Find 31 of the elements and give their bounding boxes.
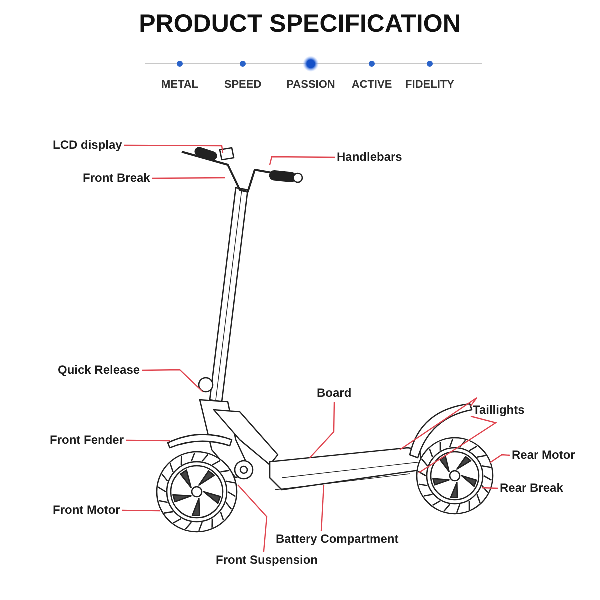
leader-line [310,402,336,458]
part-label: Front Suspension [216,553,318,568]
part-label: Battery Compartment [276,532,399,547]
part-label: LCD display [53,138,122,153]
leader-line [490,454,510,464]
part-label: Rear Break [500,481,564,496]
part-label: Front Break [83,171,150,186]
part-label: Handlebars [337,150,402,165]
leader-line [126,440,170,442]
part-label: Rear Motor [512,448,576,463]
leader-line [124,144,224,154]
tagline-word: PASSION [286,79,336,91]
leader-line [320,484,325,532]
part-label: Board [317,386,352,401]
part-label: Taillights [473,403,525,418]
leader-line [269,156,335,166]
tagline-word: SPEED [224,79,262,91]
leader-line [482,487,498,490]
part-label: Quick Release [58,363,140,378]
leader-line [418,416,498,474]
leader-line [152,177,225,180]
leader-line [142,369,204,392]
part-label: Front Motor [53,503,120,518]
leader-line [238,484,268,552]
part-label: Front Fender [50,433,124,448]
tagline-word: FIDELITY [406,79,454,91]
leader-line [122,510,160,512]
tagline-word: ACTIVE [352,79,392,91]
title: PRODUCT SPECIFICATION [138,10,462,39]
leader-line [400,397,478,450]
tagline-word: METAL [161,79,199,91]
